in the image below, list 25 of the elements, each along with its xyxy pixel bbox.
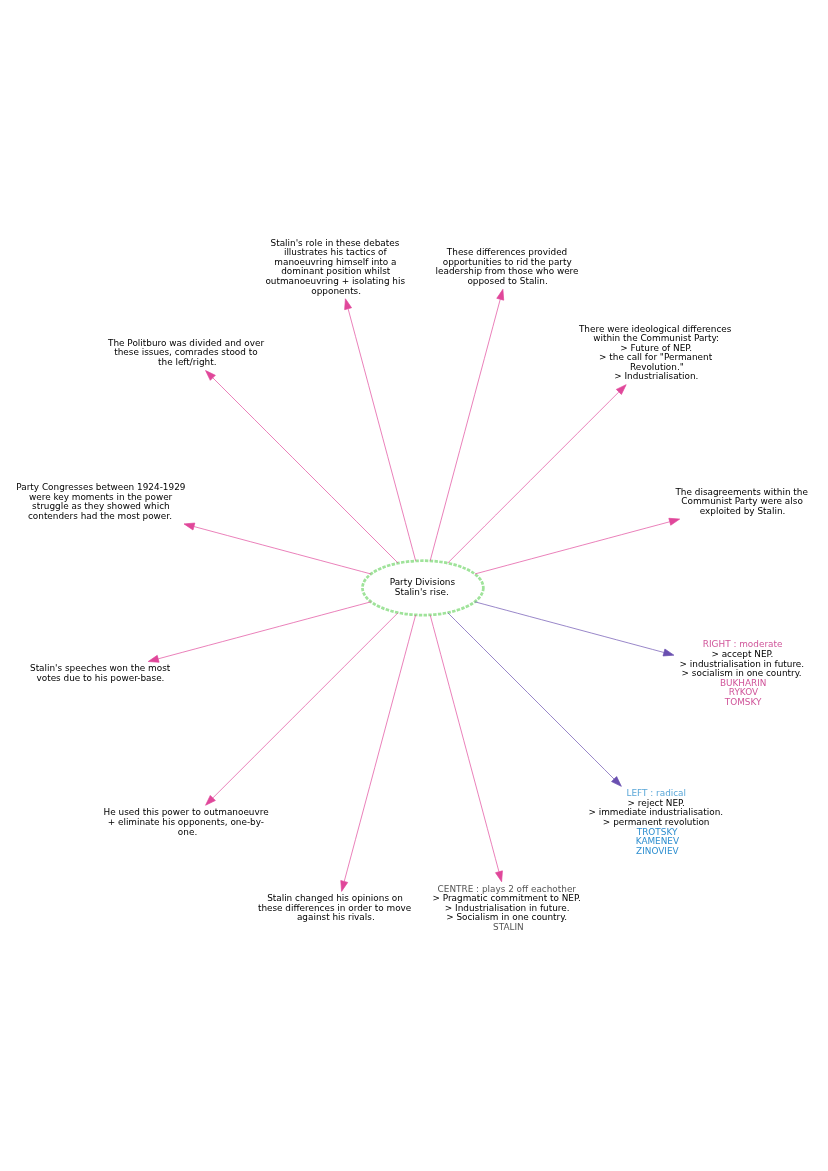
- arrow: [147, 601, 372, 663]
- node-text: The Politburo was divided and over these issues, comrades stood to the left/right.: [108, 337, 265, 368]
- node-text: RIGHT : moderate > accept NEP. > industrialisation in future. > socialism in one country. BUKHARIN RYKOV TOMSKY: [679, 639, 805, 707]
- arrow: [344, 298, 416, 562]
- node-text: Party Congresses between 1924-1929 were key moments in the power struggle as they showed which contenders had the most power.: [16, 481, 186, 521]
- node-text: These differences provided opportunities to rid the party leadership from those who were opposed to Stalin.: [435, 247, 579, 286]
- arrow: [429, 614, 503, 883]
- arrow: [205, 370, 399, 564]
- arrow: [447, 384, 627, 564]
- arrow: [183, 522, 372, 575]
- arrow: [340, 614, 416, 892]
- node-text: Stalin's speeches won the most votes due to his power-base.: [30, 663, 171, 683]
- node-text: Stalin's role in these debates illustrates his tactics of manoeuvring himself into a dominant position whilst outmanoeuvring + isolating his opponents.: [265, 237, 406, 296]
- arrow: [205, 612, 399, 806]
- node-text: CENTRE : plays 2 off eachother > Pragmatic commitment to NEP. > Industrialisation in future. > Socialism in one country. STALIN: [432, 883, 581, 933]
- node-text: The disagreements within the Communist Party were also exploited by Stalin.: [675, 486, 808, 516]
- node-text: He used this power to outmanoeuvre + eliminate his opponents, one-by-one.: [103, 807, 269, 837]
- node-ellipse: Party Divisions Stalin's rise.: [361, 559, 485, 617]
- arrow: [474, 517, 680, 575]
- node-text: LEFT : radical > reject NEP. > immediate industrialisation. > permanent revolution TROTSKY KAMENEV ZINOVIEV: [588, 788, 724, 856]
- arrow: [429, 289, 505, 562]
- node-text: Stalin changed his opinions on these differences in order to move against his rivals.: [257, 893, 412, 923]
- node-text: There were ideological differences within the Communist Party: > Future of NEP. > the call for "Permanent Revolution." > Industrialisation.: [578, 323, 732, 382]
- arrow: [447, 612, 622, 787]
- arrow: [474, 601, 675, 657]
